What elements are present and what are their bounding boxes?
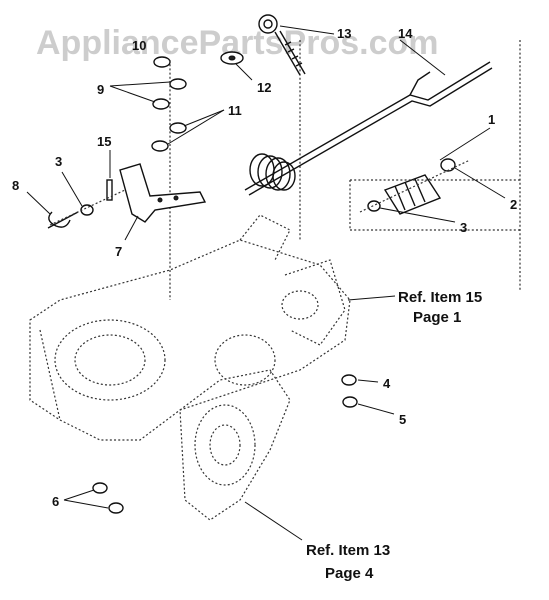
reference-page-1: Page 1	[413, 309, 461, 326]
callout-1: 1	[488, 112, 495, 127]
nut	[341, 374, 357, 386]
leader-line	[183, 109, 225, 127]
callout-11: 11	[228, 103, 242, 118]
leader-line	[244, 501, 303, 541]
leader-line	[357, 403, 395, 415]
leader-line	[26, 191, 51, 215]
rod-spring	[249, 153, 296, 191]
eye-bolt	[258, 14, 306, 76]
washer	[220, 51, 244, 65]
callout-4: 4	[383, 376, 391, 391]
leader-line	[399, 39, 446, 76]
reference-item-13: Ref. Item 13	[306, 542, 390, 559]
bracket-hole	[173, 195, 179, 201]
leader-line	[235, 63, 253, 81]
chute-bracket	[119, 163, 207, 223]
bolt	[92, 482, 108, 494]
callout-7: 7	[115, 244, 122, 259]
pin	[106, 179, 113, 201]
leader-line	[61, 171, 83, 207]
callout-2: 2	[510, 197, 517, 212]
leader-line	[167, 109, 225, 145]
washer	[80, 204, 94, 216]
callout-15: 15	[97, 134, 111, 149]
leader-line	[379, 207, 456, 223]
bolt	[108, 502, 124, 514]
rod-bend	[409, 71, 431, 96]
reference-page-4: Page 4	[325, 565, 374, 582]
leader-line	[347, 295, 396, 301]
callout-13: 13	[337, 26, 351, 41]
pivot-spring-assembly	[359, 158, 471, 215]
leader-line	[124, 215, 139, 241]
leader-line	[109, 81, 171, 87]
leader-line	[63, 499, 109, 509]
leader-line	[454, 167, 506, 199]
pin-axis	[49, 189, 126, 226]
chute-crank-rod	[244, 61, 491, 191]
callout-8: 8	[12, 178, 19, 193]
leader-line	[63, 489, 95, 501]
callout-12: 12	[257, 80, 271, 95]
washer-stack	[151, 56, 187, 152]
bracket-hole	[157, 197, 163, 203]
leader-line	[279, 25, 335, 35]
reference-item-15: Ref. Item 15	[398, 289, 482, 306]
callout-6: 6	[52, 494, 59, 509]
callout-5: 5	[399, 412, 406, 427]
callout-3-right: 3	[460, 220, 467, 235]
leader-line	[109, 85, 156, 103]
leader-line	[439, 127, 491, 161]
bolt-head	[342, 396, 358, 408]
callout-14: 14	[398, 26, 413, 41]
callout-10: 10	[132, 38, 146, 53]
auger-housing-outline	[29, 214, 351, 441]
chute-crank-rod-edge	[248, 67, 493, 196]
callout-9: 9	[97, 82, 104, 97]
callout-3-left: 3	[55, 154, 62, 169]
gearbox-outline	[179, 369, 291, 521]
leader-line	[357, 379, 379, 383]
